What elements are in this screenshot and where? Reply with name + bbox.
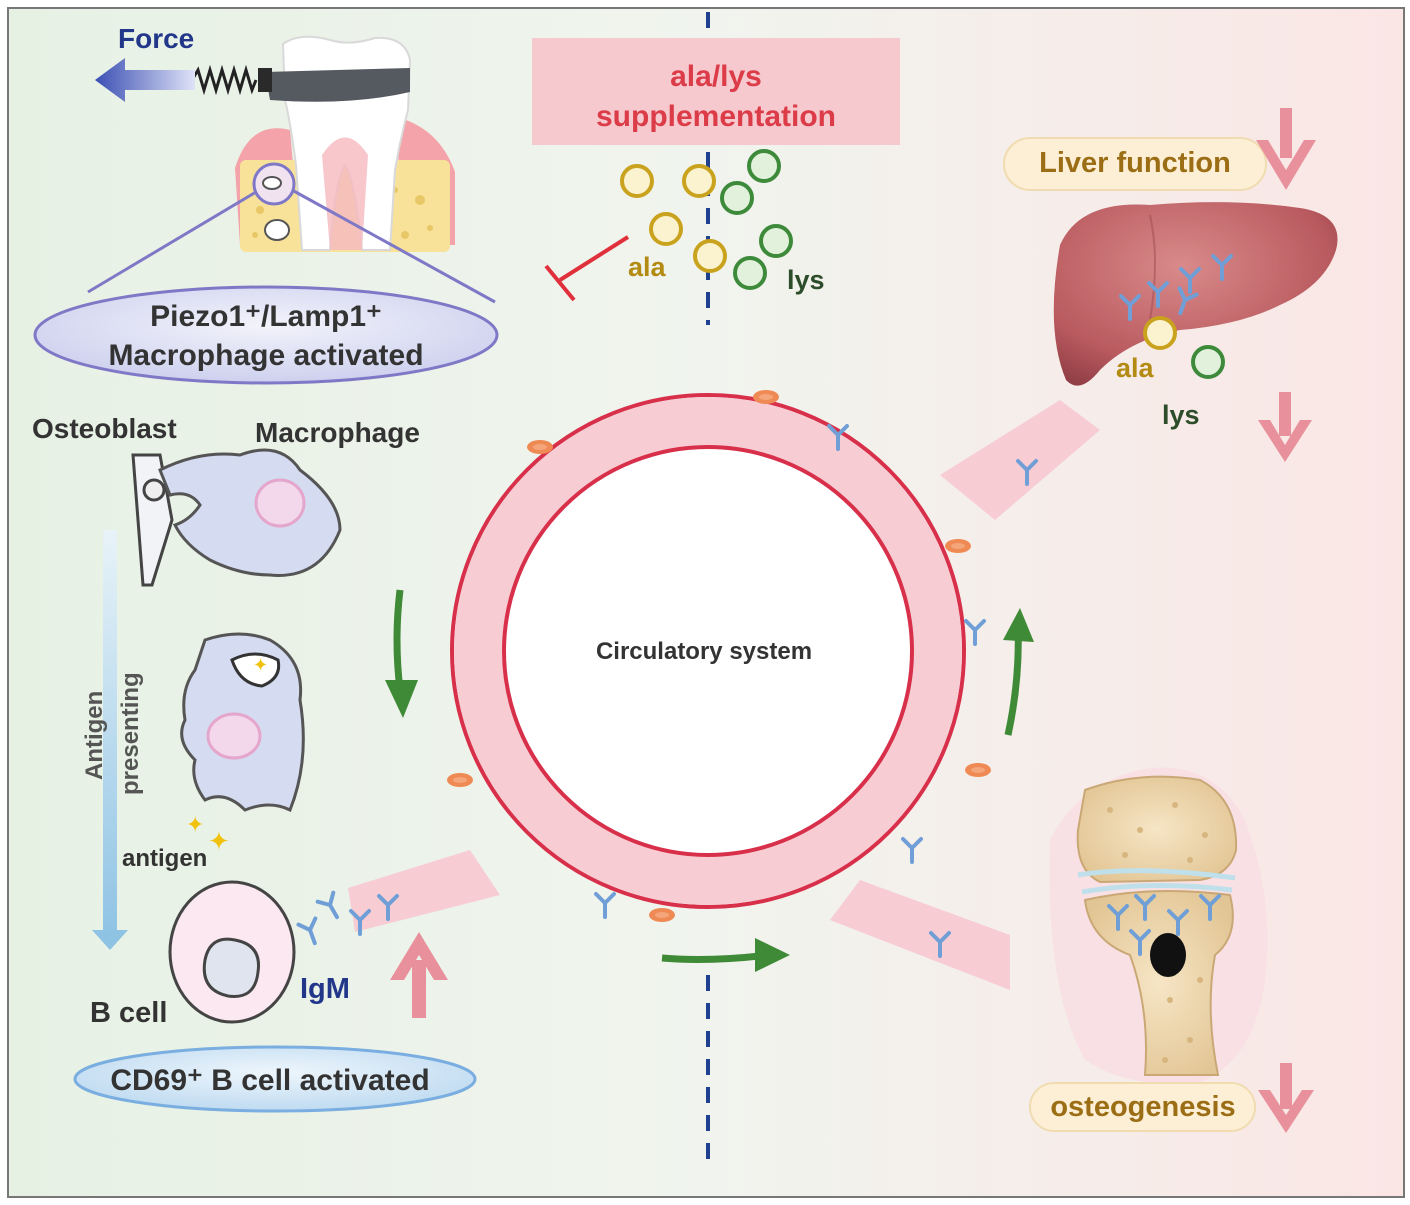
macrophage-label: Macrophage [255,417,420,448]
spring-icon [190,64,258,96]
ala-label-liver: ala [1116,353,1155,383]
lys-label-liver: lys [1162,400,1200,430]
supplement-box [532,38,900,145]
piezo-line1: Piezo1⁺/Lamp1⁺ [150,300,382,333]
liver-function-label: Liver function [1039,147,1231,179]
igm-up-arrow [390,932,448,1018]
svg-text:✦: ✦ [253,655,268,676]
antigen-presenting-line2: presenting [117,672,144,795]
force-label: Force [118,23,194,54]
svg-text:✦: ✦ [208,827,230,857]
macrophage-activated-badge [33,285,499,385]
osteogenesis-badge [1029,1082,1256,1132]
liver-function-badge [1003,137,1267,191]
macrophage-icon-2: ✦ [180,632,305,813]
lys-molecules [720,149,793,290]
osteogenesis-down-arrow [1258,1063,1314,1133]
antigen-sparkles: ✦ ✦ [186,813,230,857]
antigen-label: antigen [122,845,207,872]
igm-label: IgM [300,973,350,1005]
liver-down-arrow-2 [1258,392,1312,462]
osteoblast-icon [131,453,174,587]
b-cell-activated-badge [73,1045,477,1113]
lys-molecule-liver [1191,345,1225,379]
supplement-line2: supplementation [596,100,836,133]
b-cell-icon [168,880,296,1024]
b-cell-label: B cell [90,997,167,1029]
antigen-presenting-arrow [92,530,128,950]
tooth-icon [235,35,455,252]
osteoblast-label: Osteoblast [32,413,177,444]
bone-icon [1049,767,1268,1084]
osteogenesis-label: osteogenesis [1050,1091,1235,1123]
vessel-outer-wall [450,393,966,909]
circulatory-system-label: Circulatory system [596,638,812,665]
liver-down-arrow-1 [1256,108,1316,190]
antigen-presenting-line1: Antigen [81,691,108,780]
inhibition-arrow [544,235,630,302]
ala-label-top: ala [628,252,667,282]
force-arrow [95,58,195,102]
svg-text:✦: ✦ [186,813,204,838]
ala-molecule-liver [1143,316,1177,350]
ala-molecules [620,164,727,273]
vessel-inner-wall [502,445,914,857]
macrophage-icon [158,448,342,577]
supplement-line1: ala/lys [670,60,762,93]
piezo-line2: Macrophage activated [108,339,423,372]
vessel-ring [454,397,962,905]
lys-label-top: lys [787,265,825,295]
cd69-label: CD69⁺ B cell activated [110,1064,429,1097]
